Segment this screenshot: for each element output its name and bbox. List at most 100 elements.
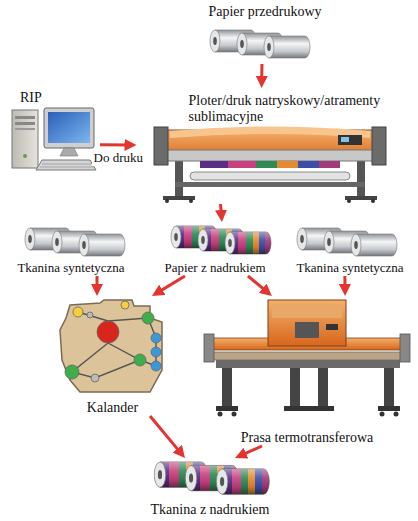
- heat-press-part: [210, 352, 406, 360]
- heat-press-part: [318, 366, 328, 408]
- calender-machine-part: [73, 307, 83, 317]
- fabric-rolls: [297, 228, 397, 256]
- edge-label: Do druku: [92, 151, 145, 166]
- heat-press-part: [204, 334, 214, 362]
- roll-stack: Papier z nadrukiem: [148, 222, 282, 276]
- plotter-part: [341, 137, 349, 142]
- computer-part: [36, 160, 96, 170]
- printed-paper-rolls: [171, 226, 271, 254]
- calender-machine-part: [87, 312, 93, 318]
- plotter-part: [200, 161, 340, 168]
- heat-press-part: [290, 366, 300, 408]
- plotter: [154, 127, 386, 204]
- computer-part: [15, 122, 35, 125]
- calender-machine-part: [97, 321, 119, 343]
- calender-machine-part: [72, 312, 156, 378]
- paper-rolls-part: [264, 36, 310, 58]
- calender-machine-part: [151, 347, 161, 357]
- plotter-part: [371, 199, 375, 203]
- plotter-part: [189, 199, 193, 203]
- computer-item: RIP: [8, 88, 100, 174]
- computer-part: [60, 148, 78, 156]
- printed-fabric-rolls-part: [216, 469, 269, 494]
- heat-press-part: [384, 366, 394, 408]
- fabric-rolls-part: [79, 234, 125, 256]
- calender-machine-part: [60, 300, 162, 392]
- plotter-part: [154, 127, 168, 165]
- printed-fabric-rolls: [154, 462, 269, 494]
- fabric-rolls-part: [351, 234, 397, 256]
- computer: [12, 108, 96, 170]
- heat-press-part: [222, 366, 232, 408]
- computer-part: [40, 167, 93, 168]
- flow-arrow: [100, 143, 131, 146]
- node-label: Papier przedrukowy: [208, 4, 321, 20]
- calender-machine-part: [121, 301, 129, 309]
- flow-arrow: [241, 446, 263, 456]
- printed-paper-rolls-part: [225, 232, 271, 254]
- node-label: Kalander: [87, 400, 138, 416]
- heat-press-part: [378, 406, 400, 411]
- plotter-part: [372, 127, 386, 165]
- heat-press-part: [272, 304, 342, 318]
- heat-press-part: [232, 412, 237, 417]
- flow-arrow: [96, 276, 99, 290]
- flow-arrow: [219, 204, 223, 216]
- heat-press-part: [326, 324, 338, 330]
- computer-part: [42, 164, 91, 165]
- node-label: Papier z nadrukiem: [164, 261, 265, 276]
- calender-machine: [60, 300, 162, 392]
- heat-press: [204, 300, 410, 417]
- node-label: Tkanina syntetyczna: [17, 261, 124, 276]
- calender-machine-part: [65, 365, 79, 379]
- plotter-part: [175, 182, 365, 187]
- roll-stack: Tkanina syntetyczna: [6, 222, 136, 276]
- calender-machine-part: [142, 312, 154, 324]
- calender-machine-part: [151, 333, 161, 343]
- plotter-part: [165, 199, 169, 203]
- node-label: Ploter/druk natryskowy/atramenty sublima…: [189, 93, 401, 125]
- node-label: Tkanina syntetyczna: [296, 261, 403, 276]
- node-label: RIP: [20, 90, 42, 106]
- heat-press-part: [380, 412, 385, 417]
- plotter-item: Ploter/druk natryskowy/atramenty sublima…: [137, 88, 409, 204]
- calender-machine-part: [91, 374, 99, 382]
- plotter-part: [357, 160, 365, 198]
- plotter-part: [175, 160, 183, 198]
- plotter-part: [190, 172, 350, 180]
- heat-press-part: [284, 406, 334, 411]
- computer-part: [15, 116, 35, 119]
- heat-press-part: [216, 360, 400, 368]
- plotter-part: [347, 199, 351, 203]
- plotter-part: [338, 135, 362, 145]
- computer-part: [15, 128, 35, 130]
- heat-press-part: [400, 334, 410, 362]
- machine-item: Prasa termotransferowa: [200, 296, 414, 446]
- roll-stack: Tkanina z nadrukiem: [120, 458, 300, 518]
- fabric-rolls: [25, 228, 125, 256]
- flow-arrow: [157, 276, 185, 293]
- computer-part: [23, 154, 27, 158]
- calender-machine-part: [134, 354, 146, 366]
- node-label: Prasa termotransferowa: [241, 430, 374, 446]
- computer-part: [12, 110, 38, 168]
- heat-press-part: [216, 406, 238, 411]
- heat-press-part: [394, 412, 399, 417]
- computer-part: [44, 108, 94, 148]
- heat-press-part: [295, 322, 319, 338]
- plotter-part: [165, 150, 375, 161]
- flow-arrow: [260, 64, 263, 82]
- heat-press-part: [268, 300, 346, 346]
- flow-arrow: [248, 276, 267, 292]
- roll-stack: Tkanina syntetyczna: [286, 222, 414, 276]
- computer-part: [48, 112, 90, 143]
- heat-press-part: [218, 412, 223, 417]
- paper-rolls: [210, 30, 310, 58]
- roll-stack: Papier przedrukowy: [170, 2, 360, 64]
- flow-arrow: [150, 416, 181, 453]
- calender-machine-part: [151, 361, 161, 371]
- machine-item: Kalander: [50, 296, 175, 416]
- flow-arrow: [343, 276, 346, 290]
